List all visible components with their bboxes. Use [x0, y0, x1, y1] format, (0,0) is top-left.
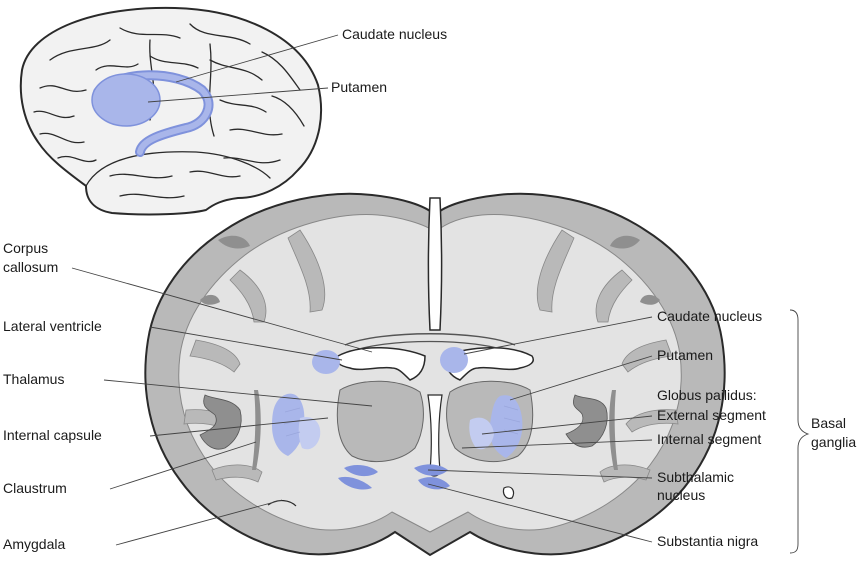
amygdala-right: [502, 486, 515, 499]
sagittal-putamen: [91, 73, 161, 127]
globus-pallidus-left: [298, 416, 321, 450]
left-claustrum: [252, 390, 261, 470]
right-insula: [565, 394, 608, 448]
label-basal: Basal: [811, 415, 846, 431]
label-claustrum: Claustrum: [3, 480, 67, 496]
white-matter: [178, 214, 682, 533]
third-ventricle: [427, 394, 443, 477]
sulci: [183, 229, 679, 483]
left-insula: [199, 394, 242, 450]
label-lateral-ventricle: Lateral ventricle: [3, 318, 102, 334]
label-substantia-nigra: Substantia nigra: [657, 533, 758, 549]
leader-lines: [71, 34, 810, 554]
substantia-nigra-left: [338, 476, 372, 490]
label-amygdala: Amygdala: [3, 536, 65, 552]
coronal-section: [144, 192, 726, 557]
label-internal-segment: Internal segment: [657, 431, 761, 447]
label-sagittal-putamen: Putamen: [331, 79, 387, 95]
label-caudate-nucleus: Caudate nucleus: [657, 308, 762, 324]
label-corpus-line2: callosum: [3, 259, 58, 275]
label-ganglia: ganglia: [811, 434, 856, 450]
subthalamic-left: [344, 465, 378, 477]
label-sagittal-caudate: Caudate nucleus: [342, 26, 447, 42]
caudate-left: [312, 350, 340, 374]
caudate-right: [440, 347, 468, 373]
dark-sulci: [200, 235, 660, 305]
label-globus-pallidus: Globus pailidus:: [657, 387, 757, 403]
globus-pallidus-right: [469, 417, 494, 450]
right-claustrum: [609, 390, 618, 470]
lateral-brain-outline: [19, 6, 322, 216]
label-subthalamic-line2: nucleus: [657, 487, 705, 503]
longitudinal-fissure: [427, 197, 443, 331]
label-internal-capsule: Internal capsule: [3, 427, 102, 443]
label-subthalamic-line1: Subthalamic: [657, 469, 734, 485]
label-putamen: Putamen: [657, 347, 713, 363]
label-external-segment: External segment: [657, 407, 766, 423]
putamen-right: [489, 395, 523, 458]
substantia-nigra-right: [418, 477, 450, 490]
label-thalamus: Thalamus: [3, 371, 64, 387]
corpus-callosum-band: [344, 333, 516, 346]
lateral-brain-view: [19, 6, 322, 216]
lateral-ventricles: [336, 347, 534, 381]
label-corpus-line1: Corpus: [3, 240, 48, 256]
temporal-lobe-outline: [85, 151, 271, 187]
labels: Caudate nucleus Putamen Corpus callosum …: [3, 26, 856, 552]
